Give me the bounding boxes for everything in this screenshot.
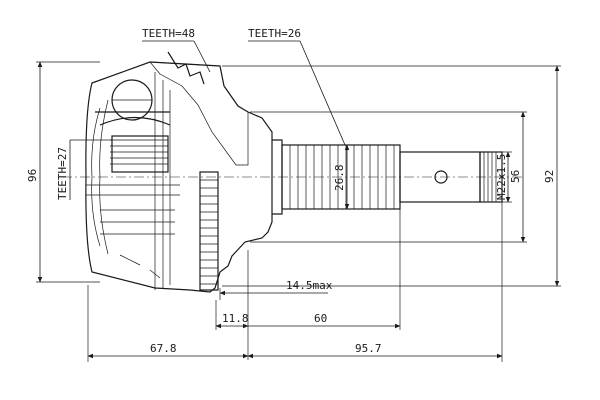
len-67-8-label: 67.8 (150, 342, 177, 355)
teeth-26-label: TEETH=26 (248, 27, 301, 40)
thread-label: M22x1.5 (495, 154, 508, 200)
threaded-end (479, 151, 503, 203)
len-60-label: 60 (314, 312, 327, 325)
dia-56-label: 56 (509, 170, 522, 183)
cotter-hole (434, 170, 448, 184)
stem-shaft (272, 139, 503, 215)
len-11-8-label: 11.8 (222, 312, 249, 325)
outer-bell-housing (85, 51, 273, 293)
len-14-5-label: 14.5max (286, 279, 333, 292)
dia-96-label: 96 (26, 169, 39, 182)
dia-26-8-label: 26.8 (333, 165, 346, 192)
teeth-27-label: TEETH=27 (56, 147, 69, 200)
dia-92-label: 92 (543, 170, 556, 183)
len-95-7-label: 95.7 (355, 342, 382, 355)
teeth-48-label: TEETH=48 (142, 27, 195, 40)
abs-tone-ring (199, 171, 219, 291)
